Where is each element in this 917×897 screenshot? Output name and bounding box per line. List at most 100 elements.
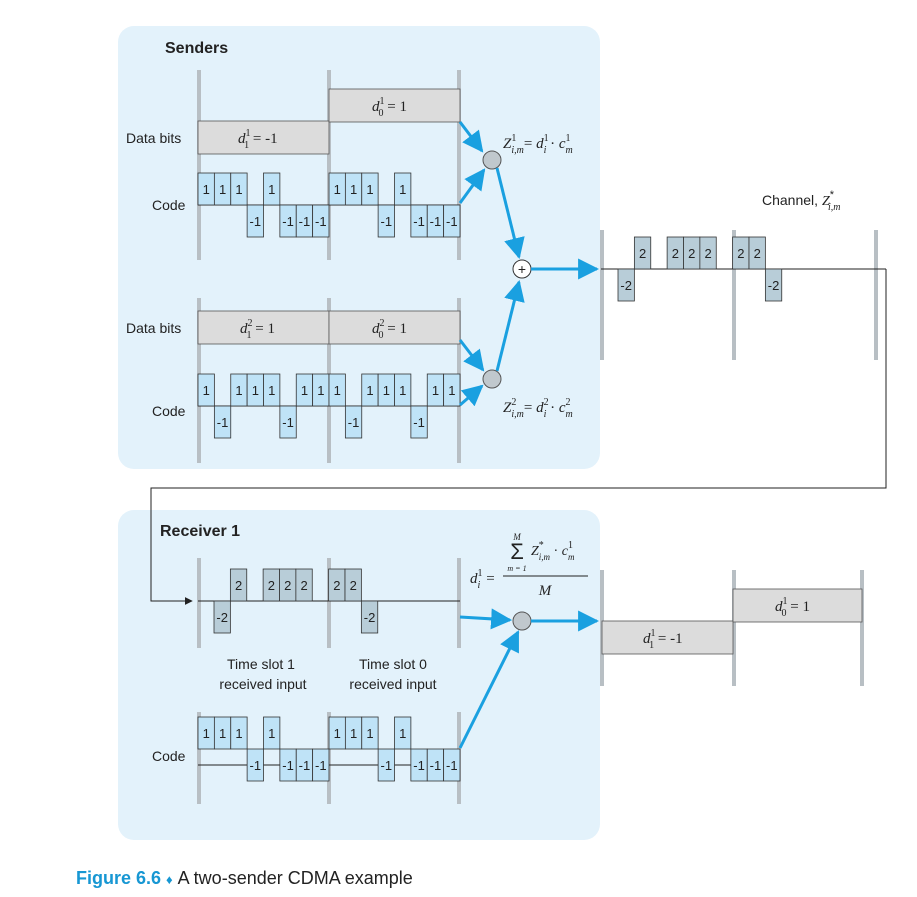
channel-chip [699,236,717,270]
receiver-input-chip [213,600,231,634]
sender2-code-chip-label: 1 [235,383,242,398]
receiver-code-chip-label: -1 [299,758,311,773]
receiver-code-chip-label: -1 [413,758,425,773]
sender2-data-bits-label: Data bits [126,320,181,336]
sender2-code-chip-label: -1 [217,415,229,430]
receiver-code-chip-label: 1 [366,726,373,741]
channel-chip [748,236,766,270]
receiver-code-chip-label: -1 [381,758,393,773]
senders-title: Senders [165,40,228,57]
sender1-code-chip [312,204,330,238]
sender1-data-bits-label: Data bits [126,130,181,146]
sender1-data-arrow [458,121,484,153]
sender2-code-chip [263,373,281,407]
sender1-code-chip-label: -1 [430,214,442,229]
sender1-code-chip [377,204,395,238]
receiver-multiplier [512,611,532,631]
receiver-formula-denominator: M [538,583,553,599]
channel-chip-label: 2 [704,246,711,261]
receiver-code-chip-label: 1 [350,726,357,741]
sender1-code-chip [230,172,248,206]
sender2-code-chip-label: 1 [399,383,406,398]
figure-caption: Figure 6.6 ♦ A two-sender CDMA example [76,868,413,889]
sender2-code-chip [213,405,232,439]
receiver-code-chip [230,716,248,750]
receiver-input-chip-label: 2 [268,578,275,593]
sender2-code-chip [410,405,428,439]
sender2-bit1-box [197,310,330,345]
receiver-code-chip [263,716,281,750]
slot0-caption-line2: received input [349,676,436,692]
receiver-code-chip-label: 1 [203,726,210,741]
sender1-code-chip-label: -1 [315,214,327,229]
sender2-code-chip [344,405,363,439]
receiver-code-arrow [458,630,520,749]
sender2-code-chip-label: 1 [366,383,373,398]
channel-chip-label: 2 [754,246,761,261]
receiver-code-chip-label: -1 [282,758,294,773]
sender2-code-chip-label: -1 [348,415,360,430]
channel-chip [764,268,783,302]
receiver-code-chip-label: 1 [219,726,226,741]
sender1-code-chip [361,172,379,206]
slot0-caption-line1: Time slot 0 [359,656,427,672]
sender2-code-chip [328,373,346,407]
channel-chip [617,268,635,302]
receiver-input-chip-label: 2 [300,578,307,593]
sender1-code-chip-label: -1 [250,214,262,229]
receiver-code-chip-label: 1 [334,726,341,741]
sender2-code-chip-label: 1 [203,383,210,398]
sender1-code-chip-label: 1 [366,182,373,197]
receiver-code-chip [361,716,379,750]
sender2-multiplier [482,369,502,389]
receiver-input-chip [360,600,379,634]
channel-chip-label: 2 [688,246,695,261]
receiver-formula-sigma: Σ [510,539,524,564]
sender2-code-chip-label: -1 [282,415,294,430]
caption-text: A two-sender CDMA example [177,868,413,888]
receiver-code-chip-label: 1 [268,726,275,741]
sender1-code-chip [263,172,281,206]
sender1-code-chip-label: 1 [268,182,275,197]
sender1-code-chip-label: 1 [399,182,406,197]
channel-chip-label: -2 [768,278,780,293]
receiver-code-chip-label: 1 [235,726,242,741]
receiver-code-chip [246,748,264,782]
receiver-input-chip-label: 2 [235,578,242,593]
sender2-data-arrow [458,339,485,372]
sender1-code-chip-label: 1 [235,182,242,197]
receiver-input-chip-label: 2 [284,578,291,593]
receiver-code-chip-label: -1 [430,758,442,773]
receiver-code-chip [312,748,330,782]
sender2-code-chip [394,373,412,407]
receiver-formula-sum-top: M [512,532,521,542]
sender1-code-chip [394,172,412,206]
receiver-input-chip [344,568,362,602]
receiver-code-chip [377,748,395,782]
figure-number: Figure 6.6 [76,868,162,888]
sender1-code-chip-label: 1 [350,182,357,197]
receiver-out-bit1-box [601,620,734,655]
sender1-bit1-box [197,120,330,155]
channel-chip-label: 2 [737,246,744,261]
sender1-code-chip-label: -1 [446,214,458,229]
caption-diamond: ♦ [166,872,173,887]
sender1-to-adder-arrow [495,167,525,260]
sender2-code-chip-label: 1 [334,383,341,398]
sender2-to-adder-arrow [495,279,525,372]
sender1-code-chip-label: -1 [381,214,393,229]
sender1-code-label: Code [152,197,186,213]
sender2-code-chip [443,373,461,407]
